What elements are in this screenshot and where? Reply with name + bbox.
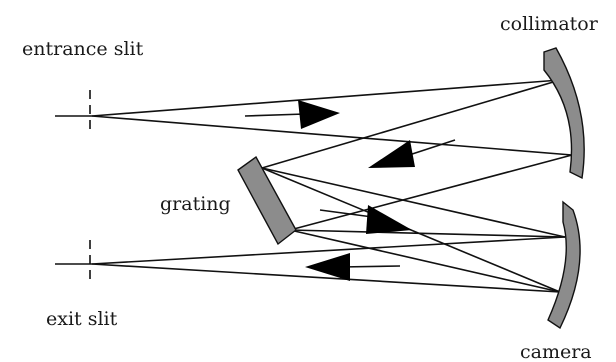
grating-label: grating bbox=[160, 193, 231, 215]
ray-grating-to-camera-bottom-2 bbox=[289, 229, 561, 293]
ray-camera-to-exit-top bbox=[91, 236, 566, 265]
arrow-toward-collimator bbox=[244, 100, 340, 129]
ray-camera-to-exit-bottom bbox=[91, 263, 561, 293]
arrow-toward-grating bbox=[368, 139, 456, 168]
exit-slit-label: exit slit bbox=[46, 308, 118, 330]
ray-collimator-to-grating-top bbox=[261, 79, 561, 169]
ray-grating-to-camera-bottom-1 bbox=[289, 229, 566, 238]
ray-entrance-to-collimator-top bbox=[91, 79, 561, 117]
diffraction-grating bbox=[237, 155, 297, 246]
camera-mirror bbox=[547, 200, 581, 330]
camera-label: camera bbox=[520, 341, 592, 362]
ray-collimator-to-grating-bottom bbox=[289, 154, 573, 231]
collimator-mirror bbox=[543, 47, 585, 180]
ray-grating-to-camera-top-1 bbox=[261, 167, 566, 238]
ray-entrance-to-collimator-bottom bbox=[91, 115, 573, 156]
collimator-label: collimator bbox=[500, 13, 599, 35]
entrance-slit-label: entrance slit bbox=[22, 38, 144, 60]
arrow-toward-exit-slit bbox=[305, 253, 401, 281]
arrow-toward-camera bbox=[319, 205, 412, 234]
